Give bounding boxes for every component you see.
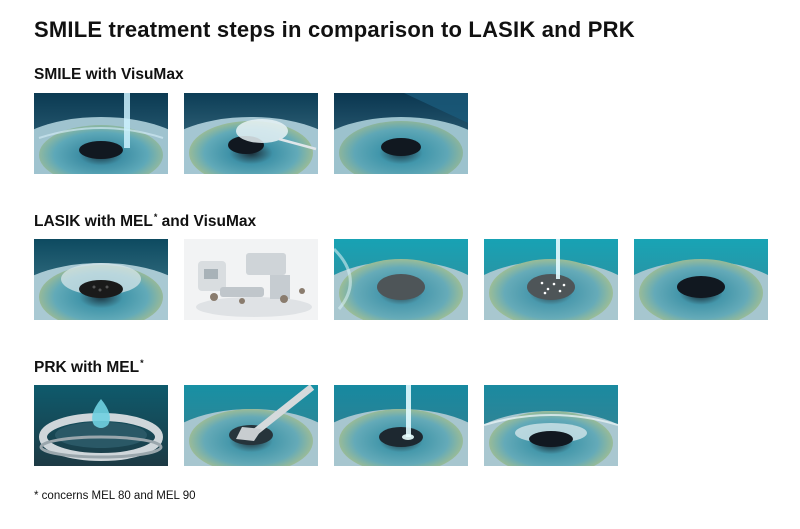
- prk-step-4-image: [484, 385, 618, 466]
- section-label: SMILE with VisuMax: [34, 66, 184, 83]
- section-label-suffix: and VisuMax: [157, 213, 257, 230]
- lasik-step-3-image: [334, 239, 468, 320]
- smile-step-2-image: [184, 93, 318, 174]
- lasik-step-5-image: [634, 239, 768, 320]
- lasik-step-2-image: [184, 239, 318, 320]
- lasik-step-4-image: [484, 239, 618, 320]
- smile-step-3-image: [334, 93, 468, 174]
- lasik-step-1-image: [34, 239, 168, 320]
- footnote: * concerns MEL 80 and MEL 90: [34, 490, 196, 502]
- prk-step-3-image: [334, 385, 468, 466]
- section-heading-lasik: LASIK with MEL* and VisuMax: [34, 212, 256, 231]
- section-heading-smile: SMILE with VisuMax: [34, 66, 184, 84]
- section-heading-prk: PRK with MEL*: [34, 358, 144, 377]
- prk-step-2-image: [184, 385, 318, 466]
- section-label: LASIK with MEL: [34, 213, 153, 230]
- section-label: PRK with MEL: [34, 359, 140, 376]
- smile-step-1-image: [34, 93, 168, 174]
- page-title: SMILE treatment steps in comparison to L…: [34, 17, 635, 42]
- footnote-marker: *: [140, 358, 144, 368]
- prk-step-1-image: [34, 385, 168, 466]
- footnote-marker: *: [153, 212, 158, 222]
